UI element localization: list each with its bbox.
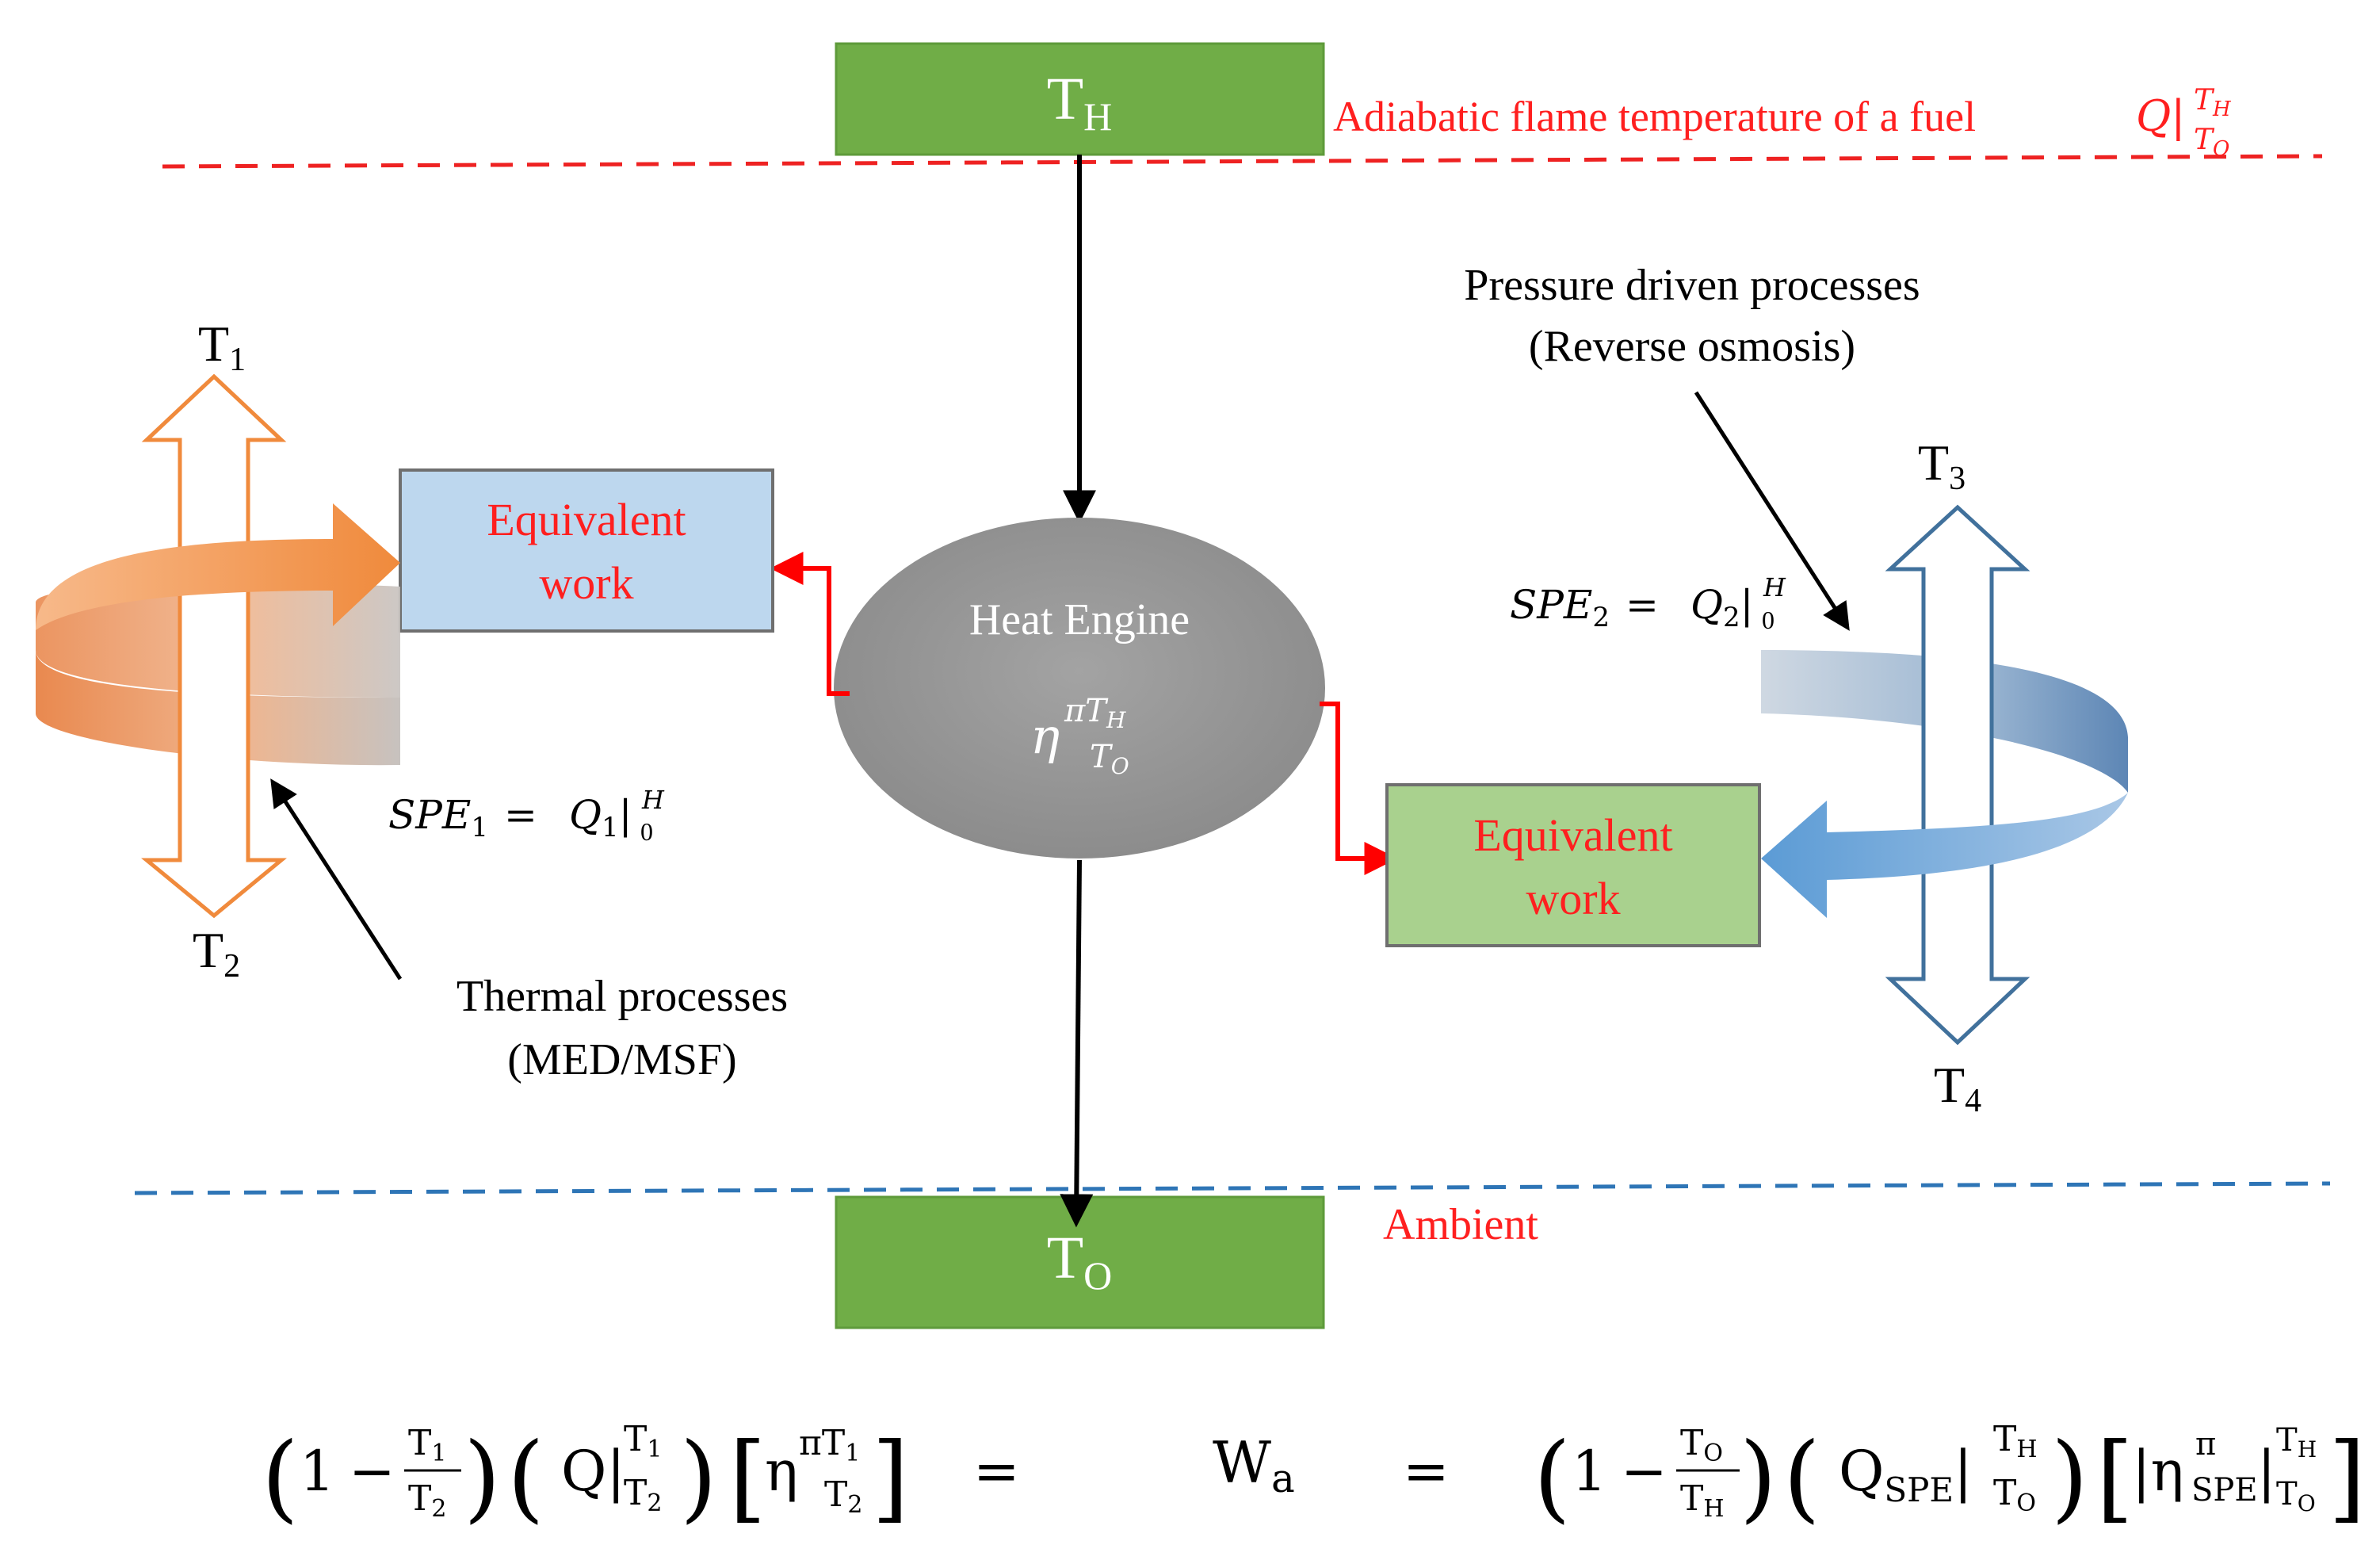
eq-right-lbracket: [: [2096, 1423, 2134, 1533]
hot-boundary-dashed-line: [162, 154, 2323, 169]
eq-left-num: T1: [408, 1423, 446, 1467]
pressure-processes-label: Pressure driven processes: [1464, 261, 1920, 310]
spe2-expression: SPE2=Q2|: [1510, 582, 1753, 633]
eq-right-eta-pi: π: [2195, 1426, 2216, 1463]
left-work-line1: Equivalent: [487, 494, 686, 545]
left-double-vertical-arrow: [141, 373, 287, 919]
ambient-boundary-dashed-line: [134, 1181, 2331, 1195]
eq-right-den: TH: [1680, 1478, 1725, 1523]
t1-label: T1: [198, 315, 246, 378]
eq-left-lparen: (: [262, 1423, 299, 1533]
flame-label-text: Adiabatic flame temperature of a fuel: [1333, 93, 1976, 140]
eq-left-one: 1: [300, 1439, 335, 1504]
engine-eta-sub: TO: [1090, 739, 1129, 779]
eq-right-rbracket: ]: [2328, 1423, 2366, 1533]
eq-equals-1: =: [973, 1439, 1020, 1504]
t3-label: T3: [1918, 434, 1966, 497]
eq-right-q: QSPE|: [1839, 1439, 1973, 1509]
eq-left-eta: η: [765, 1439, 798, 1504]
cold-reservoir-sub: O: [1083, 1253, 1112, 1298]
eq-left-lbracket: [: [729, 1423, 766, 1533]
cold-reservoir-label: T: [1047, 1225, 1083, 1291]
eq-wa: Wa: [1213, 1429, 1295, 1501]
engine-to-cold-arrow: [1060, 859, 1094, 1228]
spe1-sub: 0: [640, 817, 653, 846]
thermal-processes-sublabel: (MED/MSF): [507, 1035, 736, 1084]
eq-left-q-sub: T2: [624, 1473, 662, 1517]
eq-right-lparen2: (: [1783, 1423, 1820, 1533]
eq-right-eta: |η: [2132, 1439, 2184, 1504]
engine-eta-sup: πTH: [1064, 693, 1126, 733]
eq-left-minus: −: [349, 1439, 395, 1504]
svg-text:TO: TO: [1047, 1225, 1113, 1298]
spe2-sub: 0: [1762, 606, 1774, 634]
spe1-expression: SPE1=Q1|: [388, 792, 632, 843]
bottom-equation: ( 1 − T1 T2 ) ( Q| T1 T2 ) [ η πT1 T2 ] …: [262, 1419, 2366, 1533]
engine-to-left-work-arrow: [770, 552, 850, 696]
engine-to-right-work-arrow: [1320, 702, 1398, 875]
right-curved-arrow-front: [1761, 793, 2128, 918]
eq-left-q: Q|: [561, 1439, 625, 1504]
eq-right-num: TO: [1680, 1423, 1723, 1467]
eq-left-rparen: ): [464, 1423, 501, 1533]
eq-right-sub2: TO: [2276, 1476, 2316, 1516]
spe1-sup: H: [641, 785, 665, 815]
hot-reservoir-box: TH: [835, 42, 1325, 156]
eq-right-q-sub: TO: [1993, 1473, 2036, 1517]
eq-right-eta-sub: SPE: [2191, 1472, 2258, 1509]
eq-left-q-sup: T1: [624, 1419, 662, 1463]
eq-right-bar3: |: [2257, 1439, 2276, 1504]
svg-text:TH: TH: [1047, 66, 1113, 139]
eq-right-rparen2: ): [2051, 1423, 2088, 1533]
pressure-processes-sublabel: (Reverse osmosis): [1529, 322, 1855, 371]
right-equivalent-work-box: Equivalent work: [1385, 783, 1761, 947]
heat-engine-label: Heat Engine: [969, 595, 1190, 644]
eq-left-rbracket: ]: [872, 1423, 909, 1533]
right-work-line1: Equivalent: [1473, 809, 1672, 861]
eq-right-lparen: (: [1534, 1423, 1571, 1533]
eq-left-rparen2: ): [680, 1423, 717, 1533]
flame-temperature-label: Adiabatic flame temperature of a fuel: [1333, 93, 1976, 140]
flame-q-sub: TO: [2194, 124, 2229, 161]
left-curved-arrow-front: [36, 503, 400, 630]
flame-q-sup: TH: [2194, 84, 2232, 121]
cold-reservoir-box: TO: [835, 1195, 1325, 1329]
thermal-processes-label: Thermal processes: [457, 972, 788, 1021]
eq-right-minus: −: [1621, 1439, 1668, 1504]
pressure-pointer-arrow: [1694, 391, 1850, 631]
hot-reservoir-sub: H: [1083, 94, 1112, 139]
eq-right-sup2: TH: [2276, 1422, 2317, 1463]
thermal-pointer-arrow: [270, 778, 403, 981]
eq-left-eta-sup: πT1: [799, 1423, 860, 1467]
hot-reservoir-label: T: [1047, 66, 1083, 132]
eq-left-den: T2: [408, 1478, 446, 1523]
t4-label: T4: [1934, 1057, 1981, 1119]
right-double-vertical-arrow: [1885, 504, 2030, 1046]
eq-left-eta-sub: T2: [824, 1474, 862, 1519]
heat-engine-ellipse: Heat Engine η πTH TO: [834, 518, 1325, 858]
eq-right-rparen: ): [1740, 1423, 1777, 1533]
engine-eta-symbol: η: [1030, 707, 1060, 765]
spe2-sup: H: [1763, 572, 1786, 602]
eq-left-lparen2: (: [507, 1423, 544, 1533]
left-work-line2: work: [539, 557, 633, 609]
flame-q-symbol: Q|: [2136, 91, 2185, 141]
left-equivalent-work-box: Equivalent work: [399, 468, 774, 633]
eq-right-one: 1: [1572, 1439, 1607, 1504]
eq-equals-2: =: [1403, 1439, 1450, 1504]
eq-right-q-sup: TH: [1993, 1419, 2038, 1463]
ambient-label: Ambient: [1383, 1200, 1538, 1249]
t2-label: T2: [193, 922, 240, 985]
right-work-line2: work: [1526, 873, 1620, 924]
